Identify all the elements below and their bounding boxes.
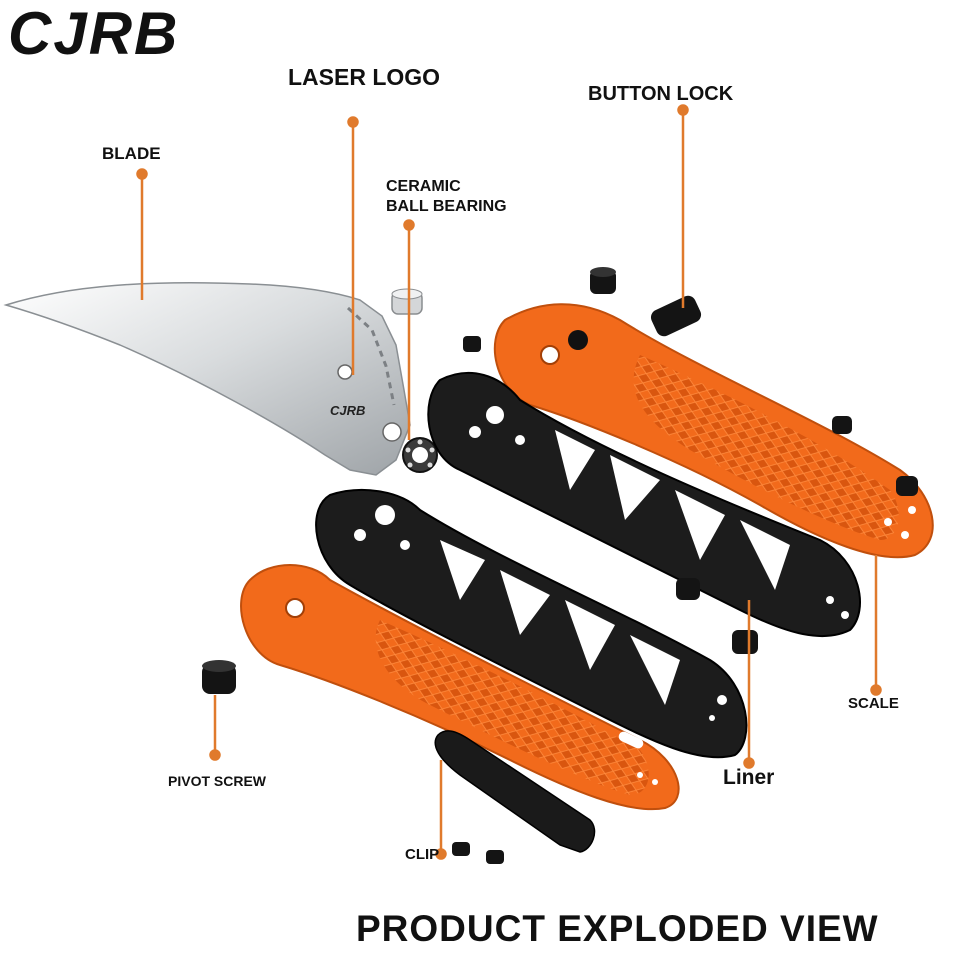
- button-lock-label: BUTTON LOCK: [588, 83, 734, 105]
- liner-front-part: [315, 489, 748, 759]
- pivot-screw-part: [202, 660, 236, 694]
- ceramic-label-line1: CERAMIC: [386, 178, 461, 195]
- pivot-bushing-part: [391, 288, 423, 315]
- brand-logo: CJRB: [8, 0, 180, 67]
- blade-engraving: CJRB: [330, 403, 365, 418]
- laser-logo-label: LASER LOGO: [288, 64, 441, 90]
- scale-front-part: [240, 564, 680, 811]
- bearing-washer-part: [402, 437, 438, 473]
- footer-title: PRODUCT EXPLODED VIEW: [356, 908, 879, 949]
- clip-part: [434, 730, 596, 853]
- scale-back-part: [493, 303, 934, 559]
- scale-label: SCALE: [848, 695, 899, 712]
- blade-label: BLADE: [102, 144, 161, 163]
- blade-part: CJRB: [3, 281, 411, 476]
- screws: [202, 267, 918, 864]
- ceramic-label-line2: BALL BEARING: [386, 198, 507, 215]
- liner-label: Liner: [723, 766, 775, 789]
- pivot-screw-label: PIVOT SCREW: [168, 773, 267, 789]
- leader-lines: [136, 104, 882, 860]
- button-lock-part: [650, 295, 702, 337]
- liner-back-part: [427, 371, 861, 638]
- clip-label: CLIP: [405, 846, 440, 863]
